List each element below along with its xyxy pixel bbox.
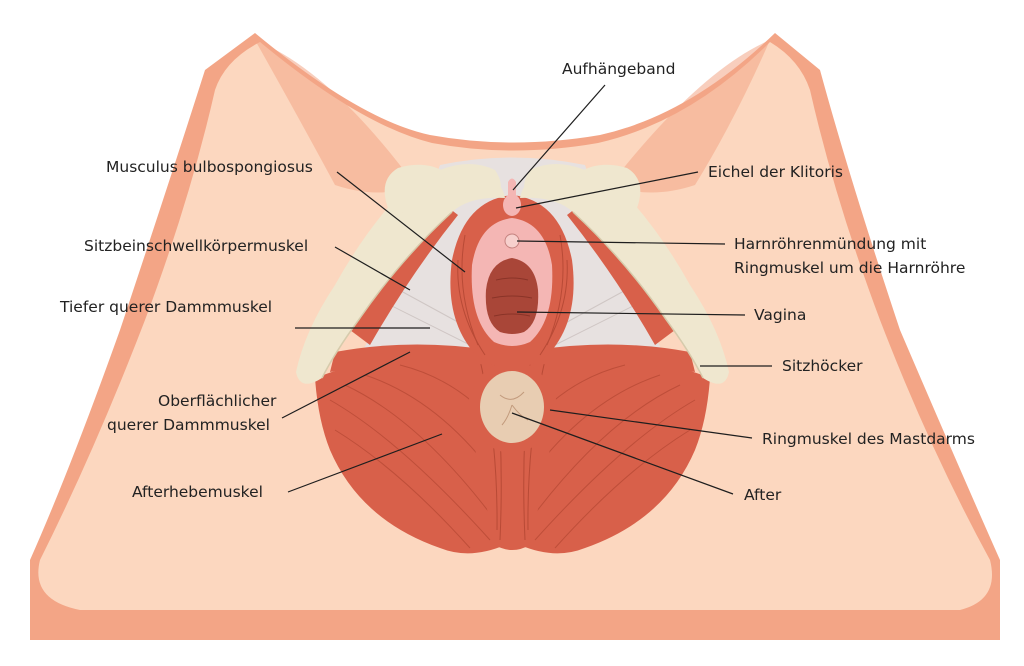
leader-aufhaengeband <box>512 84 606 191</box>
pubic-ramus-right <box>520 170 729 384</box>
levator-ani-muscle <box>315 352 710 554</box>
label-afterhebemuskel: Afterhebemuskel <box>132 483 263 501</box>
ischiocavernosus-right <box>567 205 675 345</box>
skin-shadow-left-crease <box>255 40 415 193</box>
leader-after <box>511 412 734 495</box>
superficial-transverse-perineal-right <box>533 344 695 372</box>
leader-ringmuskel-des-mastdarms <box>549 409 753 439</box>
leader-lines <box>281 84 772 495</box>
clitoris-glans <box>503 194 521 216</box>
pubic-ramus-left <box>296 170 505 384</box>
anus <box>480 371 544 443</box>
urethral-opening <box>504 233 520 249</box>
vaginal-folds <box>491 277 533 317</box>
superficial-transverse-perineal-left <box>330 344 492 372</box>
leader-vagina <box>516 311 746 316</box>
ischiocavernosus-left <box>350 205 458 345</box>
leader-musculus-bulbospongiosus <box>336 171 466 273</box>
label-sitzbeinschwellkoerpermuskel: Sitzbeinschwellkörpermuskel <box>84 237 308 255</box>
label-aufhaengeband: Aufhängeband <box>562 60 675 78</box>
label-tiefer-querer-dammmuskel: Tiefer querer Dammmuskel <box>59 298 272 316</box>
pubic-wing-left <box>384 164 445 214</box>
leader-eichel-der-klitoris <box>515 171 699 209</box>
right-iliac-extension <box>580 180 635 214</box>
leader-oberflaechlicher-querer-dammmuskel <box>281 351 411 419</box>
labels: Aufhängeband Musculus bulbospongiosus Ei… <box>59 60 975 504</box>
levator-ani-left <box>315 352 505 554</box>
label-harnroehrenmuendung-line1: Harnröhrenmündung mit <box>734 235 926 253</box>
levator-ani-right <box>520 352 710 554</box>
leader-afterhebemuskel <box>287 433 443 493</box>
label-after: After <box>744 486 782 504</box>
pubic-symphysis-cap-right <box>524 164 586 196</box>
bulbospongiosus-striations <box>457 234 568 356</box>
label-musculus-bulbospongiosus: Musculus bulbospongiosus <box>106 158 313 176</box>
leader-harnroehrenmuendung <box>516 240 726 245</box>
anal-folds <box>499 391 529 426</box>
label-sitzhoecker: Sitzhöcker <box>782 357 863 375</box>
label-ringmuskel-des-mastdarms: Ringmuskel des Mastdarms <box>762 430 975 448</box>
label-harnroehrenmuendung-line2: Ringmuskel um die Harnröhre <box>734 259 965 277</box>
label-vagina: Vagina <box>754 306 806 324</box>
pelvic-bones <box>296 164 729 384</box>
leader-sitzbeinschwellkoerpermuskel <box>334 246 411 291</box>
bone-outlines <box>321 211 704 379</box>
skin-shadow-right-crease <box>610 40 770 193</box>
pubic-symphysis-cap-left <box>439 164 501 196</box>
label-oberflaechlicher-line1: Oberflächlicher <box>158 392 277 410</box>
label-eichel-der-klitoris: Eichel der Klitoris <box>708 163 843 181</box>
label-oberflaechlicher-line2: querer Dammmuskel <box>107 416 270 434</box>
